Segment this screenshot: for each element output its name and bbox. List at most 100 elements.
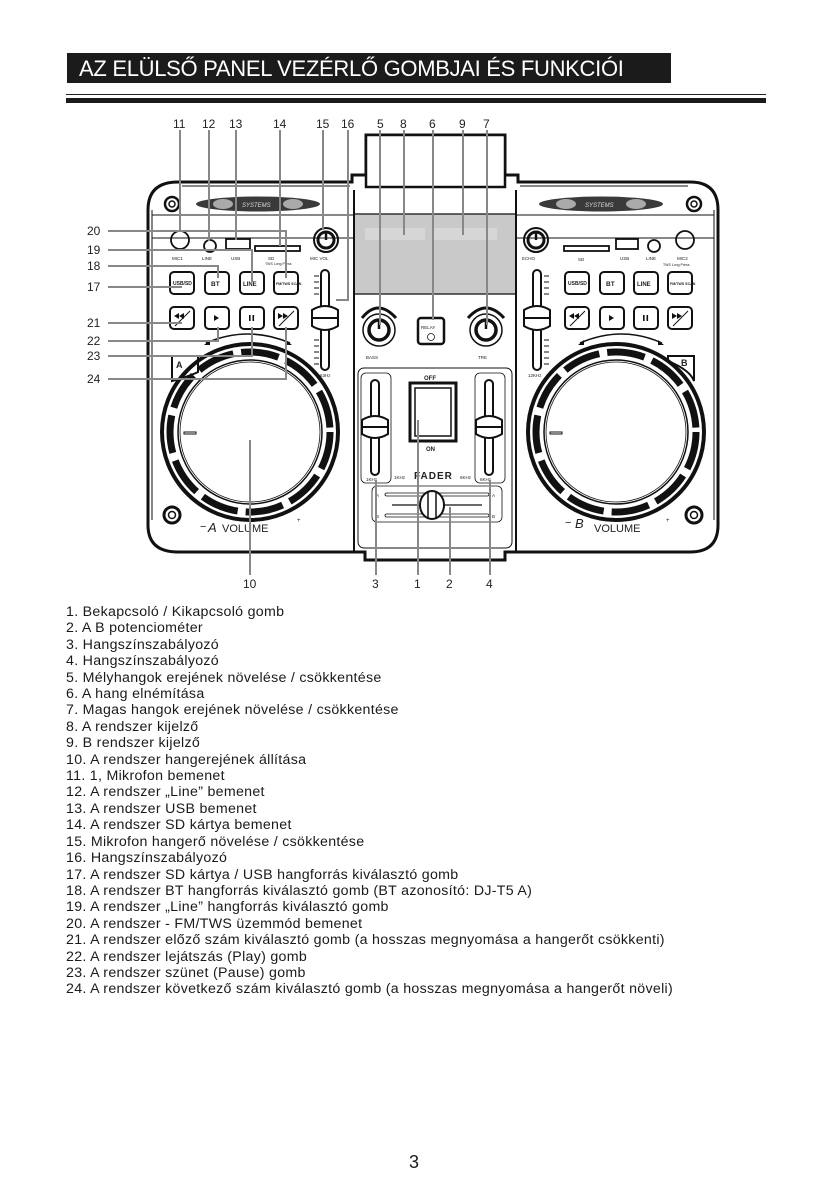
volume-deck-a: A: [207, 520, 217, 535]
bt-button-right[interactable]: [599, 271, 625, 295]
arc-arrow-right: [579, 333, 663, 344]
sd-slot-right[interactable]: [563, 245, 610, 252]
echo-knob[interactable]: [523, 227, 549, 253]
eq-right-inner-freq: 6KHz: [460, 475, 472, 480]
fm-tws-button-right[interactable]: [667, 271, 693, 295]
function-legend: 1. Bekapcsoló / Kikapcsoló gomb 2. A B p…: [66, 604, 673, 998]
next-button-right[interactable]: [667, 306, 693, 330]
switch-on-label: ON: [426, 447, 435, 453]
usb-sd-label-right: USB/SD: [568, 281, 587, 287]
callout-22: 22: [87, 334, 101, 348]
transport-icons-left: [174, 310, 295, 327]
left-eq-slider[interactable]: [311, 269, 339, 371]
callout-24: 24: [87, 372, 101, 386]
treble-label: TRE: [478, 355, 487, 360]
usb-sd-label-left: USB/SD: [173, 281, 192, 287]
legend-item: 1. Bekapcsoló / Kikapcsoló gomb: [66, 604, 285, 620]
legend-item: 15. Mikrofon hangerő növelése / csökkent…: [66, 833, 365, 850]
callout-5: 5: [377, 117, 384, 131]
sd-label-right: SD: [578, 257, 585, 262]
legend-item: 12. A rendszer „Line” bemenet: [66, 784, 265, 801]
eq-fader-left[interactable]: [360, 372, 392, 484]
line-label-button-right: LINE: [637, 282, 651, 288]
volume-label-right-prefix: −: [565, 517, 571, 529]
fm-tws-label-right: FM/TWS SCAN: [670, 282, 696, 286]
legend-item: 2. A B potenciométer: [66, 620, 203, 637]
play-icon: [214, 315, 219, 321]
tws-note-right: TWS Long Press: [663, 263, 690, 267]
jog-wheel-right[interactable]: [526, 342, 706, 522]
eq-right-freq: 6KHz: [480, 477, 492, 482]
sd-label-left: SD: [268, 256, 275, 261]
eq-left-inner-freq: 1KHz: [394, 475, 406, 480]
prev-icon: [569, 313, 579, 319]
legend-item: 20. A rendszer - FM/TWS üzemmód bemenet: [66, 915, 363, 932]
left-button-row-1: [169, 271, 299, 295]
legend-item: 6. A hang elnémítása: [66, 686, 205, 703]
fm-tws-label-left: FM/TWS SCAN: [276, 282, 302, 286]
crossfader-a-left: A: [376, 493, 379, 498]
pause-button-right[interactable]: [633, 306, 659, 330]
callout-19: 19: [87, 243, 101, 257]
callout-11: 11: [173, 117, 186, 131]
legend-item: 4. Hangszínszabályozó: [66, 653, 219, 670]
line-label-right: LINE: [646, 256, 656, 261]
mic2-jack[interactable]: [675, 230, 695, 250]
legend-item: 10. A rendszer hangerejének állítása: [66, 751, 307, 768]
legend-item: 5. Mélyhangok erejének növelése / csökke…: [66, 669, 382, 686]
prev-button-right[interactable]: [564, 306, 590, 330]
legend-item: 13. A rendszer USB bemenet: [66, 800, 257, 817]
mixer-panel: [357, 367, 513, 549]
eq-fader-right[interactable]: [474, 372, 506, 484]
callout-10: 10: [243, 577, 257, 591]
tws-note-left: TWS Long Press: [265, 262, 292, 266]
power-switch[interactable]: [408, 381, 458, 443]
line-jack-right[interactable]: [647, 239, 661, 253]
legend-item: 11. 1, Mikrofon bemenet: [66, 768, 225, 785]
next-icon: [278, 313, 288, 319]
callout-21: 21: [87, 316, 101, 330]
usb-label-left: USB: [231, 256, 240, 261]
fader-label: FADER: [414, 471, 453, 482]
line-button-right[interactable]: [633, 271, 659, 295]
callout-16: 16: [341, 117, 355, 131]
usb-sd-button-right[interactable]: [564, 271, 590, 295]
usb-sd-button-left[interactable]: [169, 271, 195, 295]
callout-13: 13: [229, 117, 243, 131]
crossfader-a-right: A: [492, 493, 495, 498]
sd-slot-left[interactable]: [254, 245, 301, 252]
callout-4: 4: [486, 577, 493, 591]
callout-7: 7: [483, 117, 490, 131]
callout-2: 2: [446, 577, 453, 591]
legend-item: 9. B rendszer kijelző: [66, 735, 201, 752]
prev-icon: [174, 313, 184, 319]
pause-button-left[interactable]: [239, 306, 265, 330]
mute-icon: [427, 333, 435, 341]
legend-item: 16. Hangszínszabályozó: [66, 850, 228, 867]
legend-item: 8. A rendszer kijelző: [66, 718, 199, 735]
legend-item: 21. A rendszer előző szám kiválasztó gom…: [66, 932, 665, 949]
echo-label: ECHO: [522, 256, 536, 261]
volume-label-left-prefix: −: [200, 521, 206, 533]
legend-item: 22. A rendszer lejátszás (Play) gomb: [66, 948, 308, 965]
relay-mute-button[interactable]: [416, 316, 446, 346]
line-label-left: LINE: [202, 256, 212, 261]
mic-vol-knob[interactable]: [313, 227, 339, 253]
brand-logo-left: SYSTEMS: [242, 203, 271, 209]
crossfader-b-left: B: [376, 514, 379, 519]
usb-port-right[interactable]: [615, 238, 639, 250]
deck-b-letter: B: [681, 358, 688, 368]
callout-20: 20: [87, 224, 101, 238]
prev-button-left[interactable]: [169, 306, 195, 330]
next-button-left[interactable]: [273, 306, 299, 330]
front-panel-diagram: SYSTEMS SYSTEMS MIC1 LINE USB SD TWS Lon…: [87, 117, 720, 591]
next-icon: [672, 313, 682, 319]
mic2-label: MIC2: [677, 256, 688, 261]
right-eq-slider[interactable]: [523, 269, 551, 371]
callout-6: 6: [429, 117, 436, 131]
relay-label: RELAY: [421, 325, 435, 330]
legend-item: 7. Magas hangok erejének növelése / csök…: [66, 702, 399, 719]
callout-numbers-top: 11 12 13 14 15 16 5 8 6 9 7: [173, 117, 490, 131]
section-title-bar: AZ ELÜLSŐ PANEL VEZÉRLŐ GOMBJAI ÉS FUNKC…: [67, 53, 671, 83]
crossfader[interactable]: [371, 485, 503, 523]
